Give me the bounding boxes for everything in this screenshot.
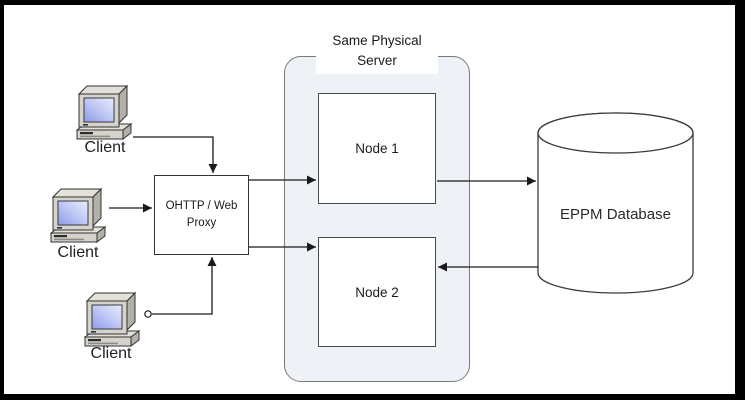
node1-label: Node 1 bbox=[355, 141, 399, 156]
client2-label: Client bbox=[57, 244, 99, 261]
server-group-label: Same Physical Server bbox=[316, 29, 438, 74]
database-cylinder bbox=[537, 112, 694, 294]
client3-label: Client bbox=[90, 345, 132, 362]
arrow-client1-to-proxy bbox=[133, 136, 218, 173]
client3-connector-dot bbox=[144, 310, 152, 318]
arrow-client3-to-proxy bbox=[152, 257, 217, 315]
client1-computer-icon bbox=[76, 85, 132, 140]
node2-label: Node 2 bbox=[355, 284, 399, 300]
client1-label: Client bbox=[84, 139, 126, 156]
proxy-box: OHTTP / Web Proxy bbox=[154, 175, 249, 255]
proxy-label: OHTTP / Web Proxy bbox=[165, 199, 238, 229]
node2-box: Node 2 bbox=[318, 237, 436, 347]
node1-box: Node 1 bbox=[318, 93, 436, 204]
client3-computer-icon bbox=[84, 292, 140, 347]
database-label: EPPM Database bbox=[560, 206, 671, 223]
client2-computer-icon bbox=[50, 188, 106, 243]
